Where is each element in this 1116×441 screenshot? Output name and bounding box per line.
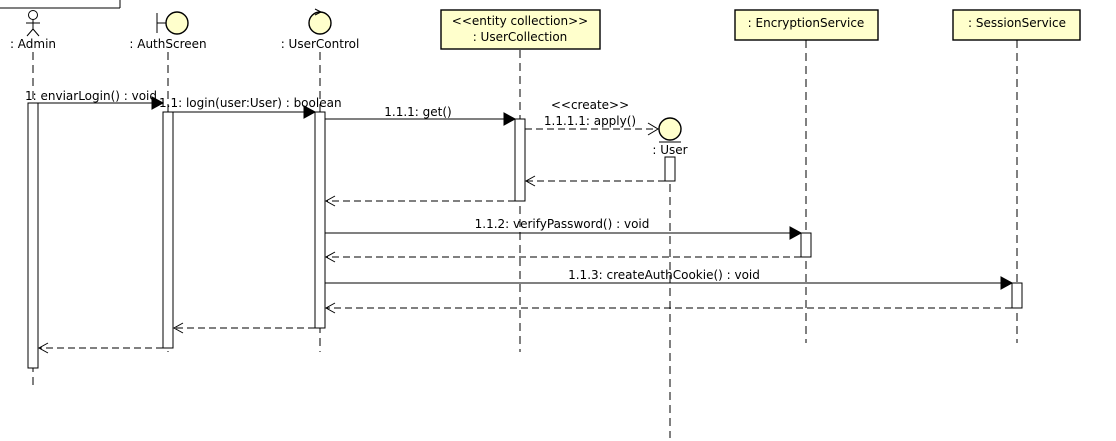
entity-icon bbox=[658, 117, 682, 143]
activation-user bbox=[664, 156, 676, 182]
message-1-label: 1: enviarLogin() : void bbox=[25, 89, 157, 103]
create-stereotype-label: <<create>> bbox=[551, 98, 629, 112]
control-icon bbox=[308, 8, 332, 35]
message-1-1-1-1-label: 1.1.1.1: apply() bbox=[544, 114, 636, 128]
activation-user-control bbox=[314, 111, 326, 329]
participant-session-service-box bbox=[952, 9, 1081, 41]
message-1-1-3-label: 1.1.3: createAuthCookie() : void bbox=[568, 268, 760, 282]
activation-encryption-service bbox=[800, 232, 812, 258]
boundary-icon bbox=[156, 11, 189, 35]
message-1-1-2-label: 1.1.2: verifyPassword() : void bbox=[475, 217, 650, 231]
activation-admin bbox=[27, 102, 39, 369]
message-1-1-1-arrowhead bbox=[503, 112, 517, 126]
participant-user-collection-stereotype: <<entity collection>> bbox=[452, 14, 588, 28]
message-1-1-1-1-arrowhead bbox=[647, 122, 659, 136]
activation-user-collection bbox=[514, 118, 526, 202]
activation-auth-screen bbox=[162, 111, 174, 349]
message-1-1-label: 1.1: login(user:User) : boolean bbox=[159, 96, 342, 110]
participant-encryption-service-label: : EncryptionService bbox=[748, 16, 865, 30]
return-auth-screen-arrowhead bbox=[37, 342, 49, 354]
participant-encryption-service-box bbox=[734, 9, 879, 41]
participant-session-service-label: : SessionService bbox=[968, 16, 1066, 30]
participant-auth-screen-label: : AuthScreen bbox=[129, 37, 206, 51]
return-user-collection-arrowhead bbox=[324, 195, 336, 207]
frame-corner bbox=[0, 0, 121, 9]
return-encryption-arrowhead bbox=[324, 251, 336, 263]
message-1-arrowhead bbox=[151, 96, 165, 110]
participant-user-collection-label: : UserCollection bbox=[473, 30, 568, 44]
return-session-arrowhead bbox=[324, 302, 336, 314]
participant-user-collection-box bbox=[440, 9, 601, 50]
message-1-1-3-arrowhead bbox=[1000, 276, 1014, 290]
participant-user-control-label: : UserControl bbox=[281, 37, 360, 51]
message-1-1-1-label: 1.1.1: get() bbox=[384, 105, 451, 119]
participant-user-label: : User bbox=[652, 143, 687, 157]
return-user-arrowhead bbox=[524, 175, 536, 187]
admin-actor-icon bbox=[26, 10, 40, 37]
message-1-1-arrowhead bbox=[303, 105, 317, 119]
activation-session-service bbox=[1011, 282, 1023, 309]
return-user-control-arrowhead bbox=[172, 322, 184, 334]
message-1-1-2-arrowhead bbox=[789, 226, 803, 240]
participant-admin-label: : Admin bbox=[10, 37, 56, 51]
